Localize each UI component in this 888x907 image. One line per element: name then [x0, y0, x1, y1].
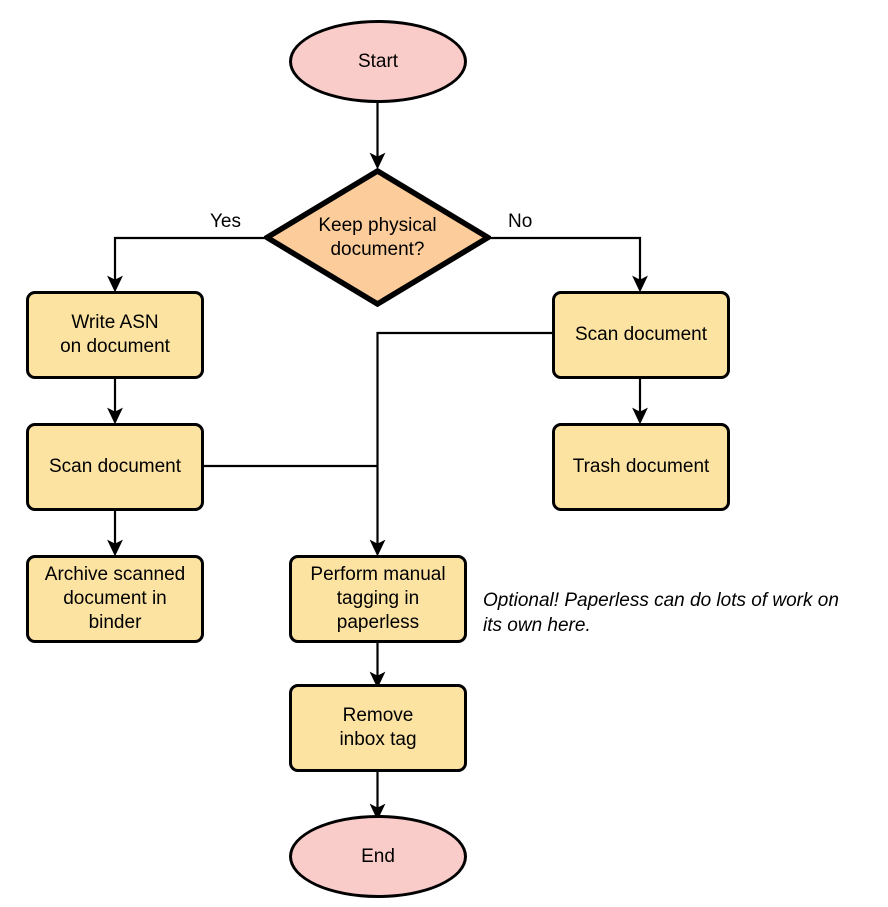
write-asn-line2: on document	[60, 336, 170, 357]
annotation-line2: its own here.	[483, 615, 591, 636]
node-scan-document-right-label: Scan document	[574, 324, 708, 345]
node-end[interactable]: End	[289, 815, 467, 898]
write-asn-line1: Write ASN	[71, 312, 159, 333]
edge-label-yes: Yes	[210, 211, 241, 232]
node-scan-document-right[interactable]: Scan document	[552, 291, 730, 379]
diamond-shape	[264, 168, 491, 307]
remove-inbox-line2: inbox tag	[339, 729, 417, 750]
remove-inbox-line1: Remove	[342, 705, 414, 726]
annotation-line1: Optional! Paperless can do lots of work …	[483, 590, 839, 611]
node-scan-document-left[interactable]: Scan document	[26, 423, 204, 511]
tagging-line3: paperless	[336, 612, 420, 633]
node-start[interactable]: Start	[289, 20, 467, 103]
annotation-optional-note: Optional! Paperless can do lots of work …	[483, 588, 883, 638]
node-keep-physical-document[interactable]: Keep physical document?	[264, 168, 491, 307]
node-remove-inbox-tag-label: Remove inbox tag	[339, 704, 416, 752]
node-perform-manual-tagging[interactable]: Perform manual tagging in paperless	[289, 555, 467, 643]
node-start-label: Start	[357, 50, 399, 72]
node-remove-inbox-tag[interactable]: Remove inbox tag	[289, 684, 467, 772]
archive-line2: document in	[63, 588, 167, 609]
node-keep-physical-document-label: Keep physical document?	[287, 214, 469, 262]
edge-decision-to-scan-right	[490, 236, 648, 293]
decision-label-line1: Keep physical	[318, 214, 437, 236]
node-end-label: End	[361, 845, 395, 867]
node-trash-document-label: Trash document	[572, 456, 710, 477]
node-trash-document[interactable]: Trash document	[552, 423, 730, 511]
node-write-asn[interactable]: Write ASN on document	[26, 291, 204, 379]
tagging-line2: tagging in	[336, 588, 420, 609]
node-write-asn-label: Write ASN on document	[60, 311, 170, 359]
tagging-line1: Perform manual	[310, 564, 446, 585]
edge-scan-right-to-tagging	[369, 331, 552, 557]
archive-line1: Archive scanned	[44, 564, 186, 585]
edge-decision-to-write-asn	[107, 236, 264, 293]
node-archive-in-binder[interactable]: Archive scanned document in binder	[26, 555, 204, 643]
edge-label-no: No	[508, 211, 533, 232]
decision-label-line2: document?	[330, 238, 425, 260]
node-scan-document-left-label: Scan document	[48, 456, 182, 477]
node-perform-manual-tagging-label: Perform manual tagging in paperless	[310, 563, 445, 635]
archive-line3: binder	[88, 612, 142, 633]
node-archive-in-binder-label: Archive scanned document in binder	[45, 563, 185, 635]
